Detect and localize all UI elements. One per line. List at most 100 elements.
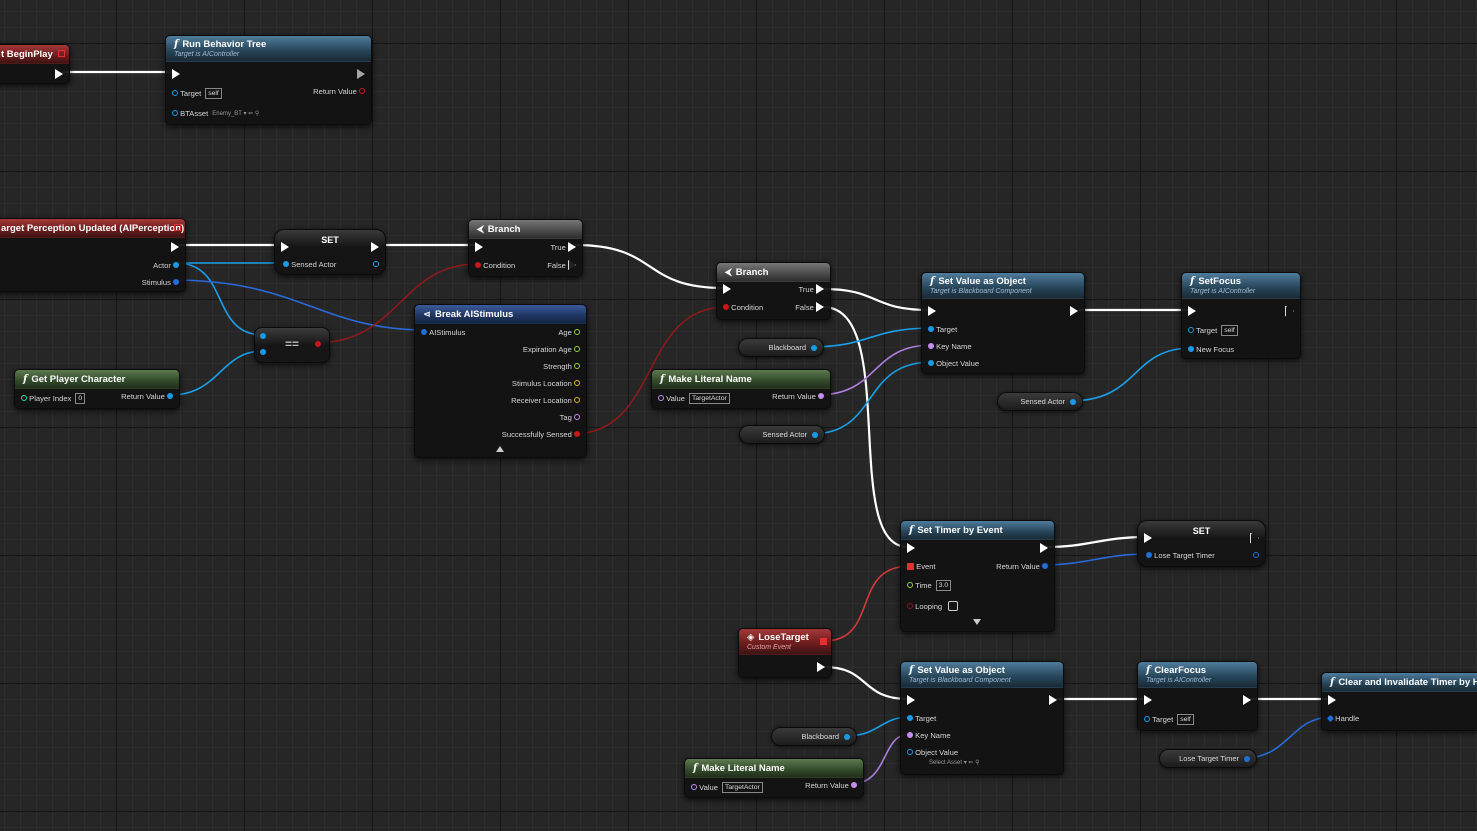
exec-out-pin[interactable] <box>1070 306 1078 316</box>
lose-target-custom-event-node[interactable]: ◈LoseTarget Custom Event <box>738 628 832 678</box>
exec-true-pin[interactable] <box>568 242 576 252</box>
exec-in-pin[interactable] <box>907 543 915 553</box>
object-pin-icon[interactable] <box>1144 716 1150 722</box>
sensed-actor-variable-1[interactable]: Sensed Actor <box>739 425 825 444</box>
exec-in-pin[interactable] <box>907 695 915 705</box>
object-pin-icon[interactable] <box>928 326 934 332</box>
sensed-actor-variable-2[interactable]: Sensed Actor <box>997 392 1083 411</box>
struct-pin-icon[interactable] <box>1253 552 1259 558</box>
select-asset-dropdown[interactable]: Select Asset ▾ ⇐ ⚲ <box>929 759 980 766</box>
vector-pin-icon[interactable] <box>574 397 580 403</box>
bool-pin-icon[interactable] <box>574 431 580 437</box>
exec-out-pin[interactable] <box>171 242 179 252</box>
bool-pin-icon[interactable] <box>907 603 913 609</box>
bool-pin-icon[interactable] <box>723 304 729 310</box>
set-lose-target-timer-node[interactable]: SET Lose Target Timer <box>1137 520 1266 567</box>
float-pin-icon[interactable] <box>574 329 580 335</box>
exec-false-pin[interactable] <box>816 302 824 312</box>
object-pin-icon[interactable] <box>173 262 179 268</box>
float-pin-icon[interactable] <box>907 582 913 588</box>
blackboard-variable-1[interactable]: Blackboard <box>738 338 824 357</box>
struct-pin-icon[interactable] <box>1244 755 1250 762</box>
branch-node-2[interactable]: ⮜Branch True Condition False <box>716 262 831 320</box>
exec-in-pin[interactable] <box>1328 695 1336 705</box>
delegate-pin-icon[interactable] <box>907 562 914 570</box>
name-pin-icon[interactable] <box>928 343 934 349</box>
object-pin-icon[interactable] <box>812 431 818 438</box>
collapse-arrow-icon[interactable] <box>496 446 504 452</box>
object-pin-icon[interactable] <box>260 333 266 339</box>
exec-in-pin[interactable] <box>1188 306 1196 316</box>
name-pin-icon[interactable] <box>691 784 697 790</box>
exec-in-pin[interactable] <box>1144 533 1152 543</box>
object-pin-icon[interactable] <box>172 90 178 96</box>
bool-pin-icon[interactable] <box>475 262 481 268</box>
int-pin-icon[interactable] <box>21 395 27 401</box>
exec-out-pin[interactable] <box>1049 695 1057 705</box>
name-pin-icon[interactable] <box>574 414 580 420</box>
break-aistimulus-node[interactable]: ⋖Break AIStimulus AIStimulus Age Expirat… <box>414 304 587 458</box>
float-pin-icon[interactable] <box>574 363 580 369</box>
exec-in-pin[interactable] <box>723 284 731 294</box>
bool-pin-icon[interactable] <box>315 341 321 347</box>
name-pin-icon[interactable] <box>907 732 913 738</box>
struct-pin-icon[interactable] <box>173 279 179 285</box>
object-pin-icon[interactable] <box>373 261 379 267</box>
looping-checkbox[interactable] <box>948 601 959 611</box>
object-pin-icon[interactable] <box>167 393 173 399</box>
struct-pin-icon[interactable] <box>1146 552 1152 558</box>
object-pin-icon[interactable] <box>1070 398 1076 405</box>
object-pin-icon[interactable] <box>1188 327 1194 333</box>
object-pin-icon[interactable] <box>811 344 817 351</box>
exec-out-hollow-pin[interactable] <box>1250 532 1259 544</box>
object-pin-icon[interactable] <box>907 715 913 721</box>
branch-node-1[interactable]: ⮜Branch True Condition False <box>468 219 583 277</box>
object-pin-icon[interactable] <box>844 733 850 740</box>
vector-pin-icon[interactable] <box>574 380 580 386</box>
exec-out-pin[interactable] <box>371 242 379 252</box>
exec-in-pin[interactable] <box>475 242 483 252</box>
exec-false-pin[interactable] <box>568 260 576 270</box>
exec-out-hollow-pin[interactable] <box>1285 305 1294 317</box>
struct-pin-icon[interactable] <box>421 329 427 335</box>
blackboard-variable-2[interactable]: Blackboard <box>771 727 857 746</box>
asset-dropdown[interactable]: Enemy_BT ▾ ⇐ ⚲ <box>212 110 260 117</box>
exec-in-pin[interactable] <box>1144 695 1152 705</box>
exec-out-pin[interactable] <box>1040 543 1048 553</box>
struct-pin-icon[interactable] <box>1042 563 1048 569</box>
object-pin-icon[interactable] <box>260 349 266 355</box>
delegate-pin[interactable] <box>174 224 181 231</box>
delegate-pin[interactable] <box>58 50 65 57</box>
event-beginplay-node[interactable]: t BeginPlay <box>0 44 70 84</box>
object-pin-icon[interactable] <box>907 749 913 755</box>
exec-out-pin[interactable] <box>55 69 63 79</box>
exec-out-pin[interactable] <box>817 662 825 672</box>
name-pin-icon[interactable] <box>658 395 664 401</box>
exec-in-pin[interactable] <box>281 242 289 252</box>
object-pin-icon[interactable] <box>1188 346 1194 352</box>
lose-target-timer-variable[interactable]: Lose Target Timer <box>1159 749 1257 768</box>
exec-true-pin[interactable] <box>816 284 824 294</box>
event-perception-node[interactable]: arget Perception Updated (AIPerception) … <box>0 218 186 292</box>
delegate-pin[interactable] <box>820 638 827 645</box>
equal-node[interactable]: == <box>254 327 330 363</box>
name-pin-icon[interactable] <box>818 393 824 399</box>
float-pin-icon[interactable] <box>574 346 580 352</box>
exec-in-pin[interactable] <box>928 306 936 316</box>
object-pin-icon[interactable] <box>172 110 178 116</box>
bool-pin-icon[interactable] <box>359 88 365 94</box>
struct-pin-icon[interactable] <box>1326 714 1335 722</box>
object-pin-icon[interactable] <box>928 360 934 366</box>
set-sensed-actor-node[interactable]: SET Sensed Actor <box>274 229 386 275</box>
exec-in-pin[interactable] <box>172 69 180 79</box>
name-pin-icon[interactable] <box>851 782 857 788</box>
